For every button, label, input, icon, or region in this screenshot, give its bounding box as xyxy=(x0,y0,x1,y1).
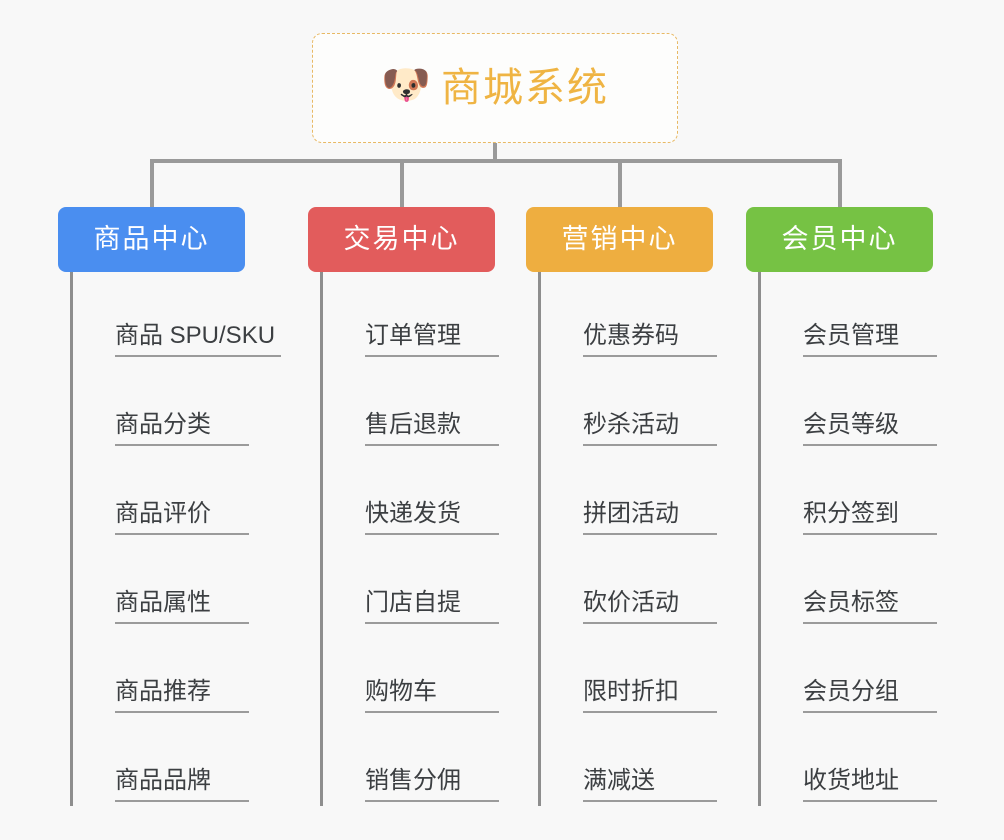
list-item[interactable]: 售后退款 xyxy=(337,361,538,450)
root-node-title: 商城系统 xyxy=(441,66,609,110)
branch-header-label: 会员中心 xyxy=(781,224,898,254)
list-item[interactable]: 会员等级 xyxy=(775,361,976,450)
branch-column-marketing: 营销中心 优惠券码 秒杀活动 拼团活动 砍价活动 限时折扣 满减送 xyxy=(526,207,756,806)
connector-horizontal-bus xyxy=(150,159,840,163)
list-item-label: 会员分组 xyxy=(803,678,937,713)
connector-drop-2 xyxy=(400,159,404,209)
list-item[interactable]: 砍价活动 xyxy=(555,539,756,628)
branch-header-label: 商品中心 xyxy=(93,224,210,254)
list-item-label: 售后退款 xyxy=(365,411,499,446)
connector-root-vertical xyxy=(493,143,497,163)
list-item[interactable]: 门店自提 xyxy=(337,539,538,628)
list-item[interactable]: 满减送 xyxy=(555,717,756,806)
list-item-label: 砍价活动 xyxy=(583,589,717,624)
list-item-label: 门店自提 xyxy=(365,589,499,624)
list-item-label: 商品推荐 xyxy=(115,678,249,713)
list-item[interactable]: 商品 SPU/SKU xyxy=(87,272,288,361)
list-item[interactable]: 积分签到 xyxy=(775,450,976,539)
list-item[interactable]: 会员分组 xyxy=(775,628,976,717)
list-item[interactable]: 购物车 xyxy=(337,628,538,717)
list-item-label: 优惠券码 xyxy=(583,322,717,357)
list-item[interactable]: 商品推荐 xyxy=(87,628,288,717)
list-item[interactable]: 会员标签 xyxy=(775,539,976,628)
connector-drop-1 xyxy=(150,159,154,209)
branch-header-product[interactable]: 商品中心 xyxy=(58,207,245,272)
list-item[interactable]: 商品分类 xyxy=(87,361,288,450)
list-item-label: 会员管理 xyxy=(803,322,937,357)
branch-header-label: 营销中心 xyxy=(561,224,678,254)
list-item-label: 商品属性 xyxy=(115,589,249,624)
list-item-label: 订单管理 xyxy=(365,322,499,357)
root-node[interactable]: 🐶 商城系统 xyxy=(312,33,678,143)
branch-column-product: 商品中心 商品 SPU/SKU 商品分类 商品评价 商品属性 商品推荐 商品品牌 xyxy=(58,207,288,806)
list-item-label: 收货地址 xyxy=(803,767,937,802)
shiba-dog-face-icon: 🐶 xyxy=(381,63,431,107)
branch-column-trade: 交易中心 订单管理 售后退款 快递发货 门店自提 购物车 销售分佣 xyxy=(308,207,538,806)
list-item[interactable]: 快递发货 xyxy=(337,450,538,539)
list-item-label: 商品 SPU/SKU xyxy=(115,322,282,357)
list-item[interactable]: 秒杀活动 xyxy=(555,361,756,450)
connector-drop-3 xyxy=(618,159,622,209)
branch-item-list: 商品 SPU/SKU 商品分类 商品评价 商品属性 商品推荐 商品品牌 xyxy=(70,272,288,806)
list-item-label: 会员等级 xyxy=(803,411,937,446)
branch-column-member: 会员中心 会员管理 会员等级 积分签到 会员标签 会员分组 收货地址 xyxy=(746,207,976,806)
list-item[interactable]: 商品属性 xyxy=(87,539,288,628)
list-item-label: 满减送 xyxy=(583,767,717,802)
list-item-label: 购物车 xyxy=(365,678,499,713)
list-item-label: 会员标签 xyxy=(803,589,937,624)
list-item-label: 秒杀活动 xyxy=(583,411,717,446)
list-item[interactable]: 拼团活动 xyxy=(555,450,756,539)
list-item-label: 商品分类 xyxy=(115,411,249,446)
branch-header-trade[interactable]: 交易中心 xyxy=(308,207,495,272)
list-item[interactable]: 收货地址 xyxy=(775,717,976,806)
list-item[interactable]: 销售分佣 xyxy=(337,717,538,806)
list-item[interactable]: 商品品牌 xyxy=(87,717,288,806)
branch-item-list: 优惠券码 秒杀活动 拼团活动 砍价活动 限时折扣 满减送 xyxy=(538,272,756,806)
branch-header-member[interactable]: 会员中心 xyxy=(746,207,933,272)
list-item-label: 拼团活动 xyxy=(583,500,717,535)
list-item[interactable]: 订单管理 xyxy=(337,272,538,361)
branch-item-list: 订单管理 售后退款 快递发货 门店自提 购物车 销售分佣 xyxy=(320,272,538,806)
branch-item-list: 会员管理 会员等级 积分签到 会员标签 会员分组 收货地址 xyxy=(758,272,976,806)
list-item[interactable]: 会员管理 xyxy=(775,272,976,361)
list-item[interactable]: 商品评价 xyxy=(87,450,288,539)
branch-header-marketing[interactable]: 营销中心 xyxy=(526,207,713,272)
list-item-label: 快递发货 xyxy=(365,500,499,535)
list-item-label: 商品品牌 xyxy=(115,767,249,802)
connector-drop-4 xyxy=(838,159,842,209)
list-item[interactable]: 限时折扣 xyxy=(555,628,756,717)
list-item-label: 销售分佣 xyxy=(365,767,499,802)
list-item-label: 积分签到 xyxy=(803,500,937,535)
list-item-label: 商品评价 xyxy=(115,500,249,535)
branch-header-label: 交易中心 xyxy=(343,224,460,254)
list-item[interactable]: 优惠券码 xyxy=(555,272,756,361)
list-item-label: 限时折扣 xyxy=(583,678,717,713)
